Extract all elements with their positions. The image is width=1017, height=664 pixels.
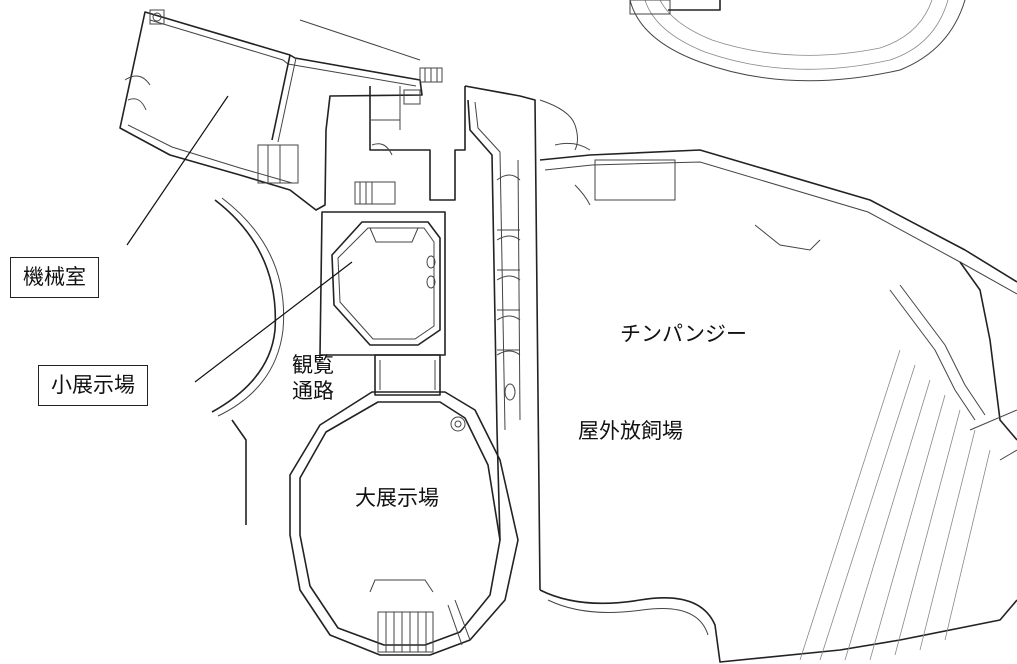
service-rooms	[299, 19, 466, 205]
corridor-label-line1: 観覧	[292, 353, 334, 377]
small-hall-leader	[194, 261, 353, 383]
central-corridor	[464, 85, 541, 591]
machine-room-label: 機械室	[10, 257, 99, 298]
small-hall-outline	[319, 211, 446, 356]
outdoor-enclosure-label: 屋外放飼場	[578, 419, 683, 443]
large-hall-outline	[289, 391, 519, 656]
corridor-label-line2: 通路	[292, 379, 334, 404]
machine-room-block	[119, 9, 423, 211]
top-right-building	[629, 0, 966, 82]
machine-room-leader	[126, 95, 229, 246]
curved-wall-left	[211, 197, 285, 525]
chimpanzee-label: チンパンジー	[620, 322, 748, 346]
hall-connector	[374, 354, 441, 396]
corridor-label: 観覧 通路	[292, 352, 334, 405]
small-hall-label: 小展示場	[38, 365, 148, 406]
outdoor-enclosure-outline	[539, 99, 1017, 663]
large-hall-label: 大展示場	[355, 486, 439, 510]
